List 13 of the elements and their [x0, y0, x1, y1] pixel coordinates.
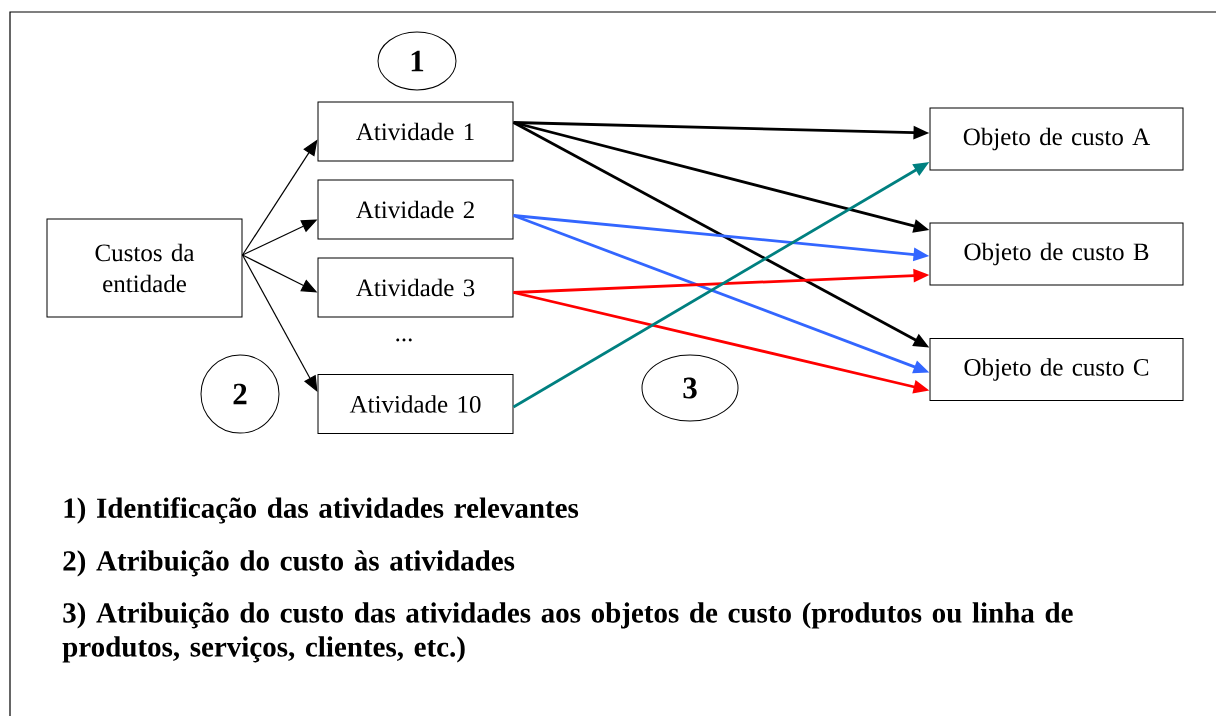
cost-box: Custos da entidade [46, 218, 243, 318]
activity-box: Atividade 2 [317, 179, 514, 240]
cost-object-box: Objeto de custo C [929, 338, 1184, 401]
step-description: 2) Atribuição do custo às atividades [63, 550, 515, 577]
step-description: 1) Identificação das atividades relevantes [64, 497, 579, 524]
cost-object-box: Objeto de custo B [929, 222, 1184, 286]
activity-box: Atividade 10 [317, 374, 514, 434]
arrow [241, 254, 318, 392]
activity-box: Atividade 1 [317, 101, 514, 162]
cost-object-box: Objeto de custo A [929, 107, 1184, 171]
step-description: 3) Atribuição do custo das atividades aos objetos de custo (produtos ou linha de produtos, serviços, clientes, etc.) [62, 602, 1073, 663]
ellipsis-text: ... [396, 338, 412, 342]
activity-box: Atividade 3 [317, 257, 514, 318]
